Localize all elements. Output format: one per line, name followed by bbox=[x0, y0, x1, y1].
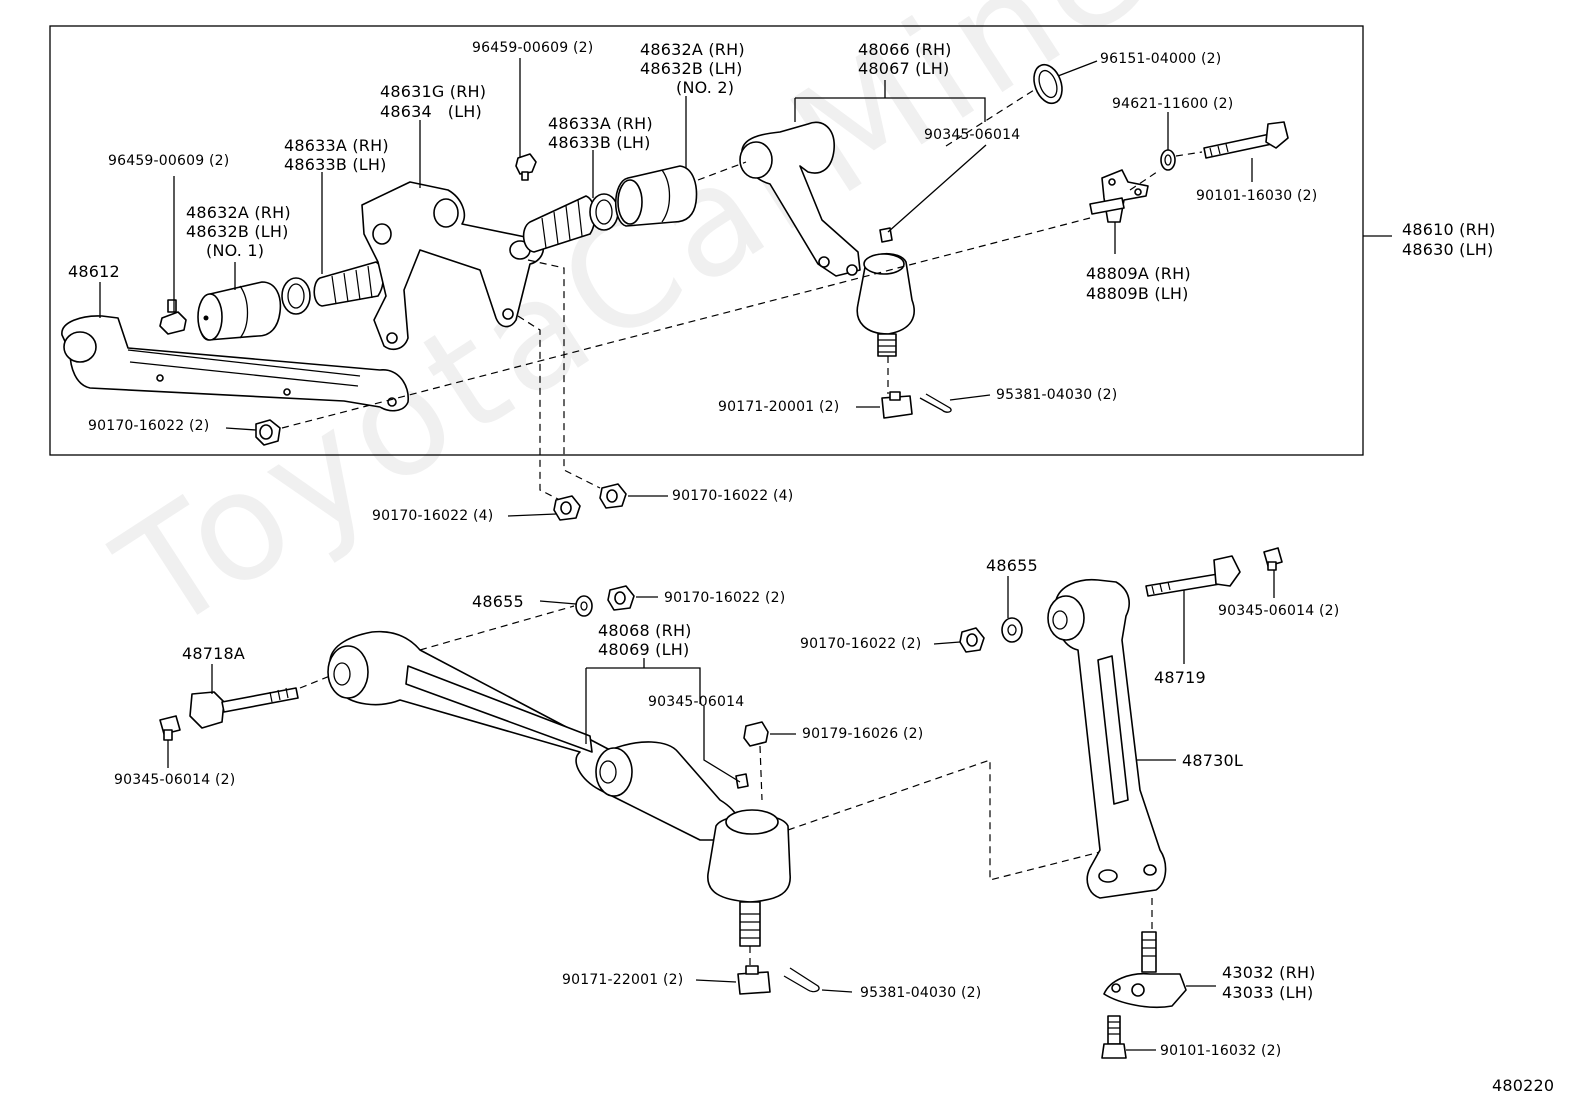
label-48809-line2: 48809B (LH) bbox=[1086, 284, 1189, 303]
label-48632A-no2-line3: (NO. 2) bbox=[676, 78, 735, 97]
label-48633A-b-line2: 48633B (LH) bbox=[548, 133, 651, 152]
washer-48655-mid bbox=[575, 595, 593, 617]
label-assembly-line2: 48630 (LH) bbox=[1402, 240, 1494, 259]
label-48730L: 48730L bbox=[1182, 751, 1244, 770]
cotter-pin-upper bbox=[919, 393, 952, 413]
lower-arm-48068 bbox=[327, 630, 743, 841]
label-90345-upper: 90345-06014 bbox=[924, 127, 1021, 143]
bolt-90101-16030 bbox=[1203, 121, 1289, 159]
boot-b bbox=[522, 195, 596, 253]
boot-a bbox=[313, 261, 384, 307]
label-43032-line1: 43032 (RH) bbox=[1222, 963, 1316, 982]
label-48632A-no2-line1: 48632A (RH) bbox=[640, 40, 745, 59]
grease-fitting-left bbox=[159, 299, 187, 335]
nut-90170-4b bbox=[599, 483, 627, 509]
label-90101-16032: 90101-16032 (2) bbox=[1160, 1043, 1282, 1059]
label-48655-right: 48655 bbox=[986, 556, 1038, 575]
bushing-no1 bbox=[197, 281, 282, 341]
label-90345-left: 90345-06014 (2) bbox=[114, 772, 236, 788]
nut-90170-4a bbox=[553, 495, 581, 521]
label-95381-lower: 95381-04030 (2) bbox=[860, 985, 982, 1001]
label-90171-22001: 90171-22001 (2) bbox=[562, 972, 684, 988]
castle-nut-upper bbox=[881, 391, 913, 419]
label-48068-line1: 48068 (RH) bbox=[598, 621, 692, 640]
label-90179: 90179-16026 (2) bbox=[802, 726, 924, 742]
nut-90170-mid bbox=[607, 585, 635, 611]
label-96459-top: 96459-00609 (2) bbox=[472, 40, 594, 56]
strut-bar-48612 bbox=[61, 315, 409, 412]
bolt-90345-mid bbox=[735, 773, 749, 789]
figure-id: 480220 bbox=[1492, 1076, 1555, 1095]
label-96151: 96151-04000 (2) bbox=[1100, 51, 1222, 67]
bolt-90345-right bbox=[1263, 547, 1283, 571]
label-48632A-no2-line2: 48632B (LH) bbox=[640, 59, 743, 78]
bushing-no2 bbox=[615, 165, 698, 227]
label-48068-line2: 48069 (LH) bbox=[598, 640, 690, 659]
label-90345-right: 90345-06014 (2) bbox=[1218, 603, 1340, 619]
label-90170-4b: 90170-16022 (4) bbox=[672, 488, 794, 504]
snap-ring-96151 bbox=[1033, 63, 1063, 105]
label-48066-line1: 48066 (RH) bbox=[858, 40, 952, 59]
label-90170-right: 90170-16022 (2) bbox=[800, 636, 922, 652]
label-90171-20001: 90171-20001 (2) bbox=[718, 399, 840, 415]
label-90170-left: 90170-16022 (2) bbox=[88, 418, 210, 434]
label-94621: 94621-11600 (2) bbox=[1112, 96, 1234, 112]
cotter-pin-lower bbox=[783, 967, 820, 993]
upper-arm-48066 bbox=[739, 121, 861, 277]
bracket-48631G bbox=[361, 181, 545, 351]
bolt-48718A bbox=[189, 687, 299, 729]
grease-fitting-top bbox=[515, 153, 537, 181]
label-48612: 48612 bbox=[68, 262, 120, 281]
nut-90170-left bbox=[255, 419, 281, 446]
ball-joint-lower bbox=[707, 809, 791, 947]
label-95381-upper: 95381-04030 (2) bbox=[996, 387, 1118, 403]
label-96459-left: 96459-00609 (2) bbox=[108, 153, 230, 169]
upper-arm-assembly-frame bbox=[49, 25, 1364, 456]
label-48631G-line2: 48634 (LH) bbox=[380, 102, 482, 121]
stud-48809 bbox=[1089, 169, 1149, 223]
label-48718A: 48718A bbox=[182, 644, 246, 663]
nut-90179 bbox=[743, 721, 769, 747]
leader-lines bbox=[99, 58, 1275, 1051]
ball-joint-upper bbox=[856, 252, 915, 357]
label-48633A-b-line1: 48633A (RH) bbox=[548, 114, 653, 133]
nut-90170-right bbox=[959, 627, 985, 653]
label-48633A-a-line2: 48633B (LH) bbox=[284, 155, 387, 174]
collar-b bbox=[589, 193, 619, 231]
label-90101-16030: 90101-16030 (2) bbox=[1196, 188, 1318, 204]
bolt-48719 bbox=[1145, 555, 1241, 597]
washer-94621 bbox=[1160, 149, 1176, 171]
label-48809-line1: 48809A (RH) bbox=[1086, 264, 1191, 283]
label-48719: 48719 bbox=[1154, 668, 1206, 687]
label-48632A-no1-line1: 48632A (RH) bbox=[186, 203, 291, 222]
bolt-90101-16032 bbox=[1101, 1015, 1127, 1059]
label-48632A-no1-line2: 48632B (LH) bbox=[186, 222, 289, 241]
label-48631G-line1: 48631G (RH) bbox=[380, 82, 487, 101]
label-90170-mid: 90170-16022 (2) bbox=[664, 590, 786, 606]
label-48066-line2: 48067 (LH) bbox=[858, 59, 950, 78]
washer-48655-right bbox=[1001, 617, 1023, 643]
castle-nut-lower bbox=[737, 965, 771, 995]
label-assembly-line1: 48610 (RH) bbox=[1402, 220, 1496, 239]
knuckle-stud-43032 bbox=[1103, 931, 1187, 1009]
label-48655-mid: 48655 bbox=[472, 592, 524, 611]
label-90170-4a: 90170-16022 (4) bbox=[372, 508, 494, 524]
collar-a bbox=[281, 277, 311, 315]
label-90345-mid: 90345-06014 bbox=[648, 694, 745, 710]
arm-48730L bbox=[1047, 578, 1167, 899]
label-43032-line2: 43033 (LH) bbox=[1222, 983, 1314, 1002]
label-48632A-no1-line3: (NO. 1) bbox=[206, 241, 265, 260]
label-48633A-a-line1: 48633A (RH) bbox=[284, 136, 389, 155]
bolt-90345-left bbox=[159, 715, 181, 741]
